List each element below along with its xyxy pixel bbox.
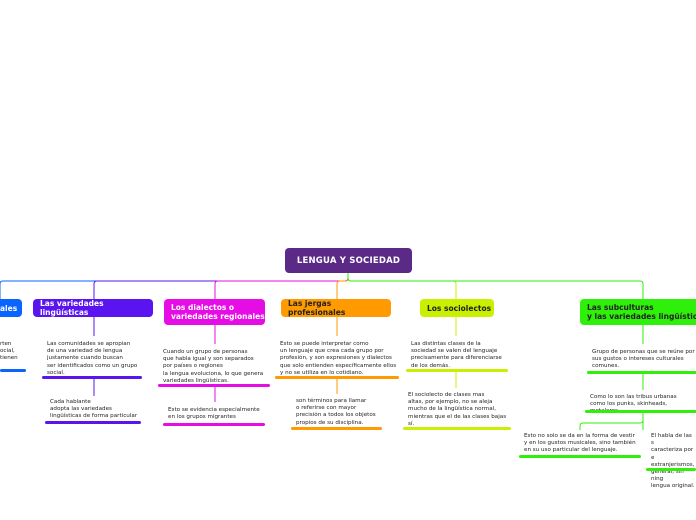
- root-topic[interactable]: LENGUA Y SOCIEDAD: [285, 248, 412, 273]
- note-3a[interactable]: Esto se puede interpretar como un lengua…: [280, 341, 397, 376]
- note-2b-underline: [163, 423, 265, 426]
- note-5c-underline: [519, 455, 641, 458]
- note-5d-underline: [646, 468, 696, 471]
- note-5b-underline: [585, 410, 696, 413]
- note-4a[interactable]: Las distintas clases de la sociedad se v…: [411, 341, 502, 369]
- note-1b-underline: [45, 421, 141, 424]
- note-1a[interactable]: Las comunidades se apropian de una varie…: [47, 341, 138, 376]
- branch-node-4[interactable]: Los sociolectos: [420, 299, 494, 317]
- connector-branch-3: [336, 273, 349, 299]
- branch-node-0[interactable]: ales: [0, 299, 22, 317]
- connector-branch-4: [347, 273, 457, 299]
- note-4a-underline: [406, 369, 508, 372]
- note-5d[interactable]: El habla de las s caracteriza por e extr…: [651, 433, 695, 490]
- note-0[interactable]: rten ocial, tienen: [0, 341, 18, 362]
- note-2a[interactable]: Cuando un grupo de personas que habla ig…: [163, 349, 264, 384]
- branch-node-3[interactable]: Las jergas profesionales: [281, 299, 391, 317]
- connector-branch-1: [93, 273, 349, 299]
- note-3b-underline: [291, 427, 382, 430]
- branch-node-2[interactable]: Los dialectos o variedades regionales: [164, 299, 265, 325]
- note-5a-underline: [587, 371, 696, 374]
- connector-branch-0: [0, 273, 349, 299]
- note-2a-underline: [158, 384, 270, 387]
- note-2b[interactable]: Esto se evidencia especialmente en los g…: [168, 407, 260, 421]
- note-1a-underline: [42, 376, 142, 379]
- note-4b-underline: [403, 427, 511, 430]
- branch-node-5[interactable]: Las subculturas y las variedades lingüís…: [580, 299, 696, 325]
- branch-node-1[interactable]: Las variedades lingüísticas: [33, 299, 153, 317]
- note-3b[interactable]: son términos para llamar o referirse con…: [296, 398, 376, 426]
- note-5c[interactable]: Esto no solo se da en la forma de vestir…: [524, 433, 636, 454]
- connector-branch-5: [347, 273, 644, 299]
- note-1b[interactable]: Cada hablante adopta las variedades ling…: [50, 399, 138, 420]
- note-3a-underline: [275, 376, 399, 379]
- note-4b[interactable]: El sociolecto de clases mas altas, por e…: [408, 392, 507, 427]
- connector-branch-2: [214, 273, 349, 299]
- note-5a[interactable]: Grupo de personas que se reúne por sus g…: [592, 349, 695, 370]
- note-0-underline: [0, 369, 26, 372]
